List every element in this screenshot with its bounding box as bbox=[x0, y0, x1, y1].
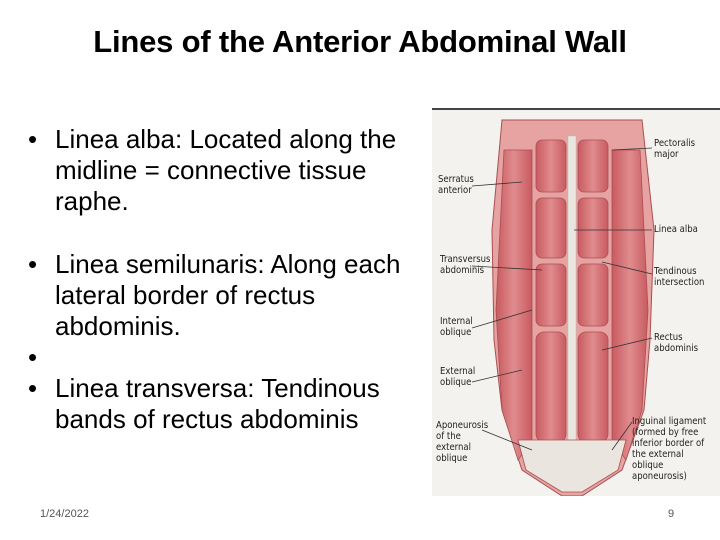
label-transversus: Transversus abdominis bbox=[440, 254, 491, 276]
pointer-lines bbox=[471, 147, 653, 451]
bullet-linea-transversa: Linea transversa: Tendinous bands of rec… bbox=[24, 373, 444, 435]
label-inguinal: Inguinal ligament (formed by free inferi… bbox=[632, 416, 707, 482]
anatomy-drawing bbox=[471, 119, 655, 496]
bullet-empty bbox=[24, 342, 444, 373]
abdominal-wall-illustration: Pectoralis major Serratus anterior Linea… bbox=[432, 108, 720, 496]
slide-title: Lines of the Anterior Abdominal Wall bbox=[93, 24, 627, 59]
page-number: 9 bbox=[668, 508, 675, 520]
label-pectoralis: Pectoralis major bbox=[654, 138, 696, 160]
bullet-list: Linea alba: Located along the midline = … bbox=[24, 124, 444, 435]
label-external: External oblique bbox=[440, 366, 476, 388]
aponeurosis-area bbox=[517, 439, 627, 493]
label-aponeurosis: Aponeurosis of the external oblique bbox=[436, 420, 489, 464]
label-linea-alba: Linea alba bbox=[654, 224, 698, 235]
right-rectus bbox=[577, 139, 609, 443]
left-oblique bbox=[495, 149, 533, 461]
bullet-linea-semilunaris: Linea semilunaris: Along each lateral bo… bbox=[24, 249, 444, 342]
left-rectus bbox=[535, 139, 567, 443]
bullet-linea-alba: Linea alba: Located along the midline = … bbox=[24, 124, 444, 217]
label-rectus: Rectus abdominis bbox=[654, 332, 699, 354]
label-internal: Internal oblique bbox=[440, 316, 473, 338]
label-tendinous: Tendinous intersection bbox=[654, 266, 705, 288]
linea-alba-band bbox=[567, 135, 577, 457]
footer-date: 1/24/2022 bbox=[40, 508, 89, 520]
label-serratus: Serratus anterior bbox=[438, 174, 474, 196]
